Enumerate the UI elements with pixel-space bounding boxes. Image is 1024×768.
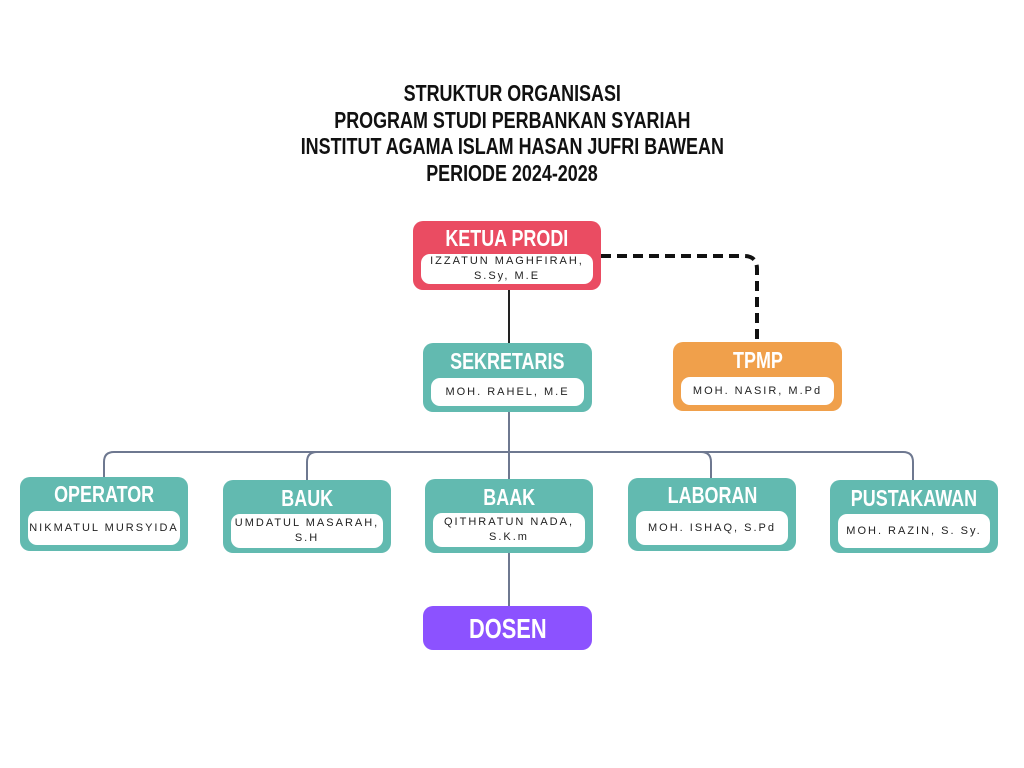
- node-baak: BAAK QITHRATUN NADA, S.K.m: [425, 479, 593, 553]
- node-name: NIKMATUL MURSYIDA: [28, 511, 180, 545]
- node-name: MOH. RAZIN, S. Sy.: [838, 514, 990, 548]
- node-tpmp: TPMP MOH. NASIR, M.Pd: [673, 342, 842, 411]
- node-operator: OPERATOR NIKMATUL MURSYIDA: [20, 477, 188, 551]
- node-name: QITHRATUN NADA, S.K.m: [433, 513, 585, 547]
- node-dosen: DOSEN: [423, 606, 592, 650]
- node-sekretaris: SEKRETARIS MOH. RAHEL, M.E: [423, 343, 592, 412]
- node-role: BAUK: [281, 485, 333, 511]
- title-line-1: STRUKTUR ORGANISASI: [403, 80, 621, 106]
- node-laboran: LABORAN MOH. ISHAQ, S.Pd: [628, 478, 796, 551]
- connector-ketua-tpmp-dashed: [601, 254, 759, 342]
- node-role: BAAK: [483, 484, 535, 510]
- node-name: MOH. ISHAQ, S.Pd: [636, 511, 788, 545]
- title-line-3: INSTITUT AGAMA ISLAM HASAN JUFRI BAWEAN: [300, 133, 724, 159]
- node-role: SEKRETARIS: [450, 348, 565, 374]
- connector-bauk: [306, 451, 318, 480]
- connector-branch: [103, 451, 914, 480]
- title-line-4: PERIODE 2024-2028: [426, 159, 598, 186]
- node-role: PUSTAKAWAN: [850, 485, 978, 511]
- node-ketua-prodi: KETUA PRODI IZZATUN MAGHFIRAH, S.Sy, M.E: [413, 221, 601, 290]
- node-name: MOH. NASIR, M.Pd: [681, 377, 834, 405]
- title-line-2: PROGRAM STUDI PERBANKAN SYARIAH: [333, 106, 691, 133]
- node-role: DOSEN: [468, 613, 547, 644]
- connector-laboran: [700, 451, 712, 478]
- node-pustakawan: PUSTAKAWAN MOH. RAZIN, S. Sy.: [830, 480, 998, 553]
- node-name: MOH. RAHEL, M.E: [431, 378, 584, 406]
- chart-title: STRUKTUR ORGANISASI PROGRAM STUDI PERBAN…: [0, 80, 1024, 186]
- node-name: UMDATUL MASARAH, S.H: [231, 514, 383, 548]
- node-name: IZZATUN MAGHFIRAH, S.Sy, M.E: [421, 254, 593, 284]
- node-role: KETUA PRODI: [445, 225, 569, 251]
- node-role: OPERATOR: [53, 481, 155, 507]
- node-role: TPMP: [732, 347, 783, 373]
- node-bauk: BAUK UMDATUL MASARAH, S.H: [223, 480, 391, 553]
- node-role: LABORAN: [667, 482, 757, 508]
